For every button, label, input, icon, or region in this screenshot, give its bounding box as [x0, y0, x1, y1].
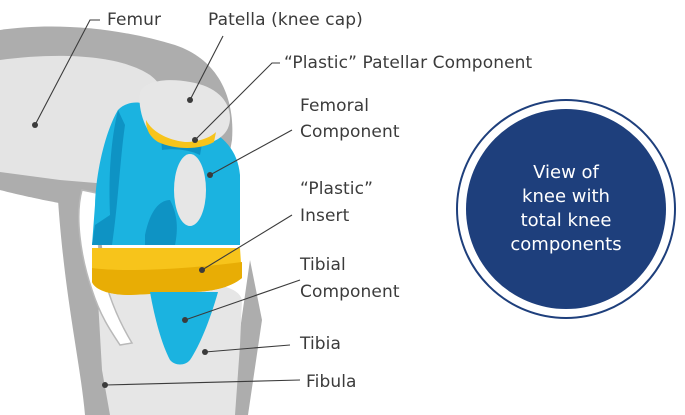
badge-line-1: View of: [510, 161, 621, 185]
insert-label-line1: “Plastic”: [300, 176, 373, 203]
femoral-component-label-line2: Component: [300, 119, 400, 146]
femoral-component-label-line1: Femoral: [300, 93, 369, 120]
patella-label: Patella (knee cap): [208, 7, 363, 34]
badge-line-3: total knee: [510, 209, 621, 233]
badge-line-2: knee with: [510, 185, 621, 209]
insert-label-line2: Insert: [300, 203, 349, 230]
tibial-component-label-line1: Tibial: [300, 252, 346, 279]
badge-line-4: components: [510, 233, 621, 257]
badge-text: View of knee with total knee components: [510, 161, 621, 257]
patellar-component-label: “Plastic” Patellar Component: [284, 50, 532, 77]
tibial-component-label-line2: Component: [300, 279, 400, 306]
info-badge: View of knee with total knee components: [456, 99, 676, 319]
femur-label: Femur: [107, 7, 161, 34]
tibia-label: Tibia: [300, 331, 341, 358]
fibula-label: Fibula: [306, 369, 357, 396]
info-badge-circle: View of knee with total knee components: [466, 109, 666, 309]
